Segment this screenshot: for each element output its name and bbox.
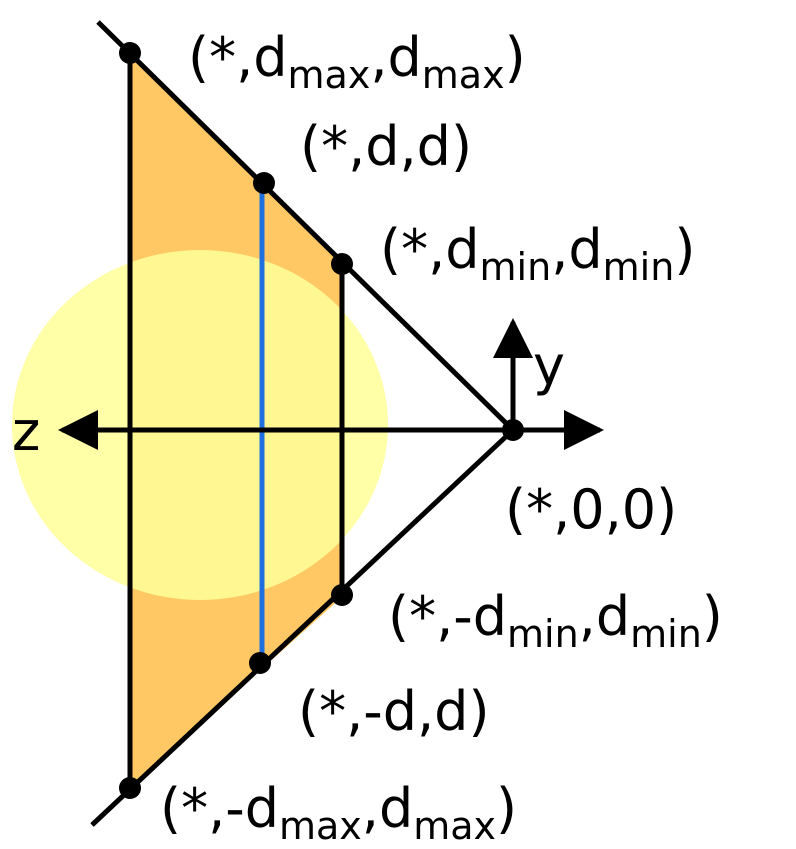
z-axis-label: z [12, 400, 40, 463]
point-top-d [253, 172, 275, 194]
bounding-sphere [12, 250, 388, 600]
label-bottom-max: (*,-dmax,dmax) [160, 777, 517, 848]
point-top-min [331, 253, 353, 275]
point-origin [502, 419, 524, 441]
y-axis-label: y [533, 334, 565, 397]
label-top-max: (*,dmax,dmax) [188, 26, 526, 97]
point-bottom-d [249, 652, 271, 674]
point-bottom-max [119, 777, 141, 799]
point-bottom-min [331, 584, 353, 606]
lower-frustum-edge [90, 428, 515, 827]
label-bottom-d: (*,-d,d) [298, 680, 490, 743]
label-top-min: (*,dmin,dmin) [380, 218, 695, 289]
upper-frustum-edge [96, 20, 515, 432]
label-bottom-min: (*,-dmin,dmin) [388, 585, 723, 656]
label-origin: (*,0,0) [505, 478, 677, 541]
label-top-d: (*,d,d) [300, 115, 472, 178]
point-top-max [119, 42, 141, 64]
